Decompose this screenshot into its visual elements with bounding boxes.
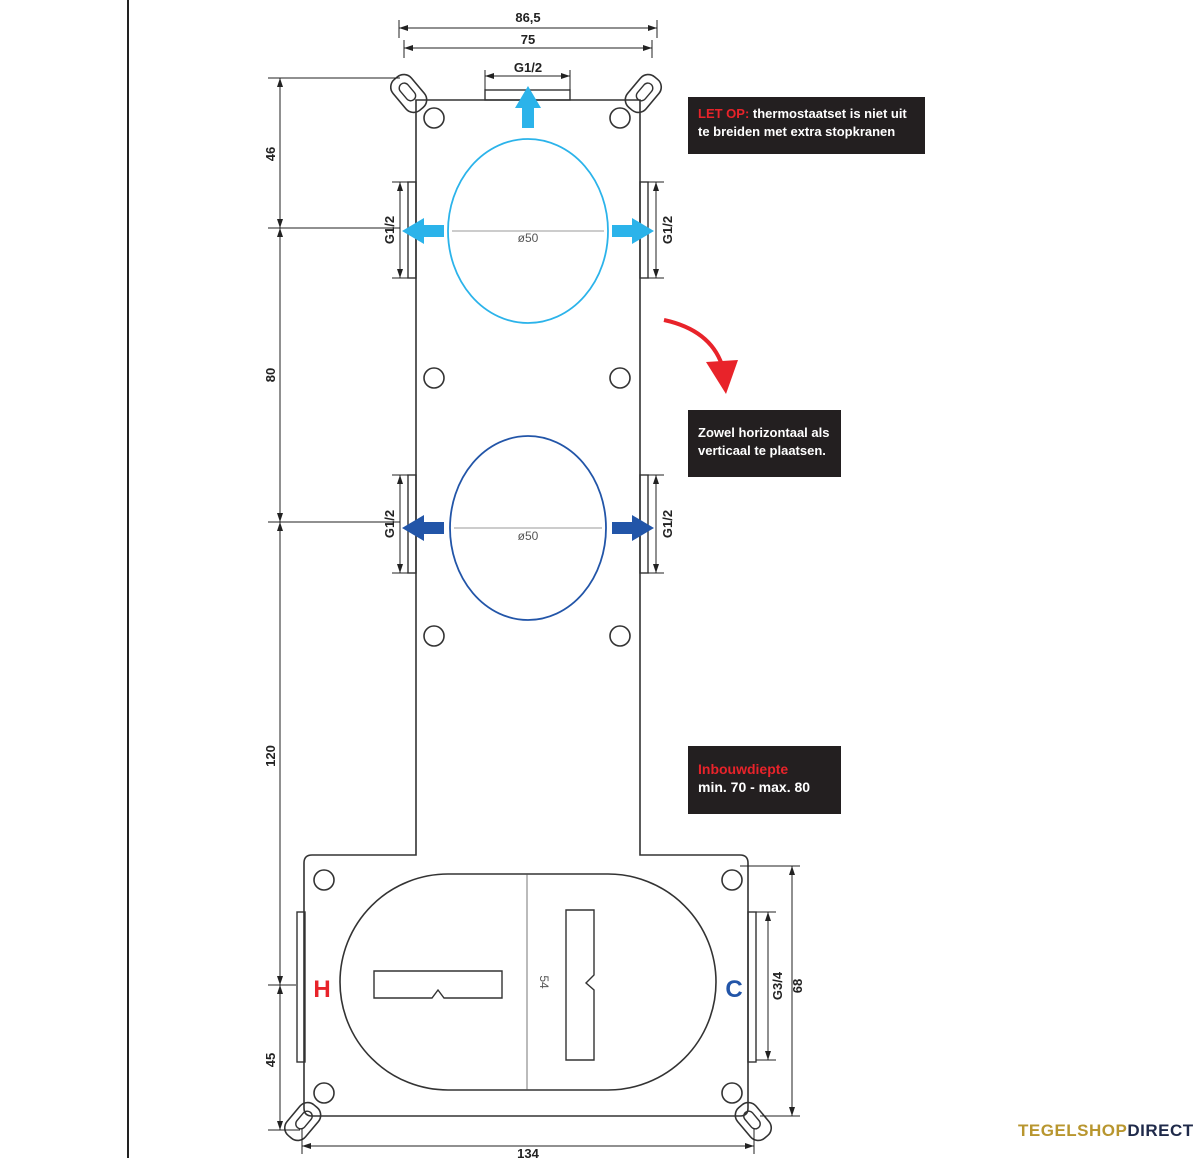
depth-range: min. 70 - max. 80 [698, 779, 811, 795]
mixing-chamber [339, 873, 717, 1091]
brand-part1: TEGELSHOP [1018, 1121, 1128, 1140]
dim-side-outlet-lower-right: G1/2 [660, 510, 675, 538]
mounting-ear-bottom-right [734, 1101, 773, 1142]
dim-side-outlet-upper-right: G1/2 [660, 216, 675, 244]
dim-side-outlet-lower-left: G1/2 [382, 510, 397, 538]
mounting-ear-bottom-left [283, 1101, 322, 1142]
brand-part2: DIRECT [1127, 1121, 1194, 1140]
body-outline [303, 99, 749, 1117]
depth-note: Inbouwdiepte min. 70 - max. 80 [688, 746, 841, 814]
warning-note: LET OP: thermostaatset is niet uit te br… [688, 97, 925, 154]
mounting-ear-top-right [624, 73, 663, 114]
dim-side-outlet-upper-left: G1/2 [382, 216, 397, 244]
orientation-text: Zowel horizontaal als verticaal te plaat… [698, 425, 830, 458]
rotate-arrow [663, 318, 724, 366]
warning-prefix: LET OP: [698, 106, 750, 121]
dim-section-bottom: 45 [263, 1053, 278, 1067]
dark-blue-arrows [402, 515, 654, 541]
vertical-slot [565, 909, 595, 1061]
lower-valve-circle [449, 435, 607, 621]
brand-logo: TEGELSHOPDIRECT [1018, 1121, 1194, 1141]
dim-base-width: 134 [517, 1146, 539, 1158]
chamber-height-label: 54 [537, 975, 551, 989]
horizontal-slot [373, 970, 503, 999]
dim-inlet-height: 68 [790, 979, 805, 993]
dim-section-top: 46 [263, 147, 278, 161]
upper-valve-circle [447, 138, 609, 324]
upper-circle-diameter: ø50 [518, 231, 539, 245]
dim-section-mid: 80 [263, 368, 278, 382]
light-blue-arrows [402, 86, 654, 244]
dim-width-outer: 86,5 [515, 10, 540, 25]
hot-label: H [313, 976, 330, 1003]
dim-section-low: 120 [263, 745, 278, 767]
mounting-ear-top-left [389, 73, 428, 114]
cold-label: C [725, 976, 742, 1003]
warning-text: thermostaatset is niet uit te breiden me… [698, 106, 907, 139]
depth-title: Inbouwdiepte [698, 761, 789, 777]
dim-inlet: G3/4 [770, 971, 785, 1000]
mounting-holes [313, 107, 743, 1104]
side-outlet-stubs [296, 181, 757, 1063]
lower-circle-diameter: ø50 [518, 529, 539, 543]
orientation-note: Zowel horizontaal als verticaal te plaat… [688, 410, 841, 477]
dim-top-outlet: G1/2 [514, 60, 542, 75]
dim-width-inner: 75 [521, 32, 535, 47]
